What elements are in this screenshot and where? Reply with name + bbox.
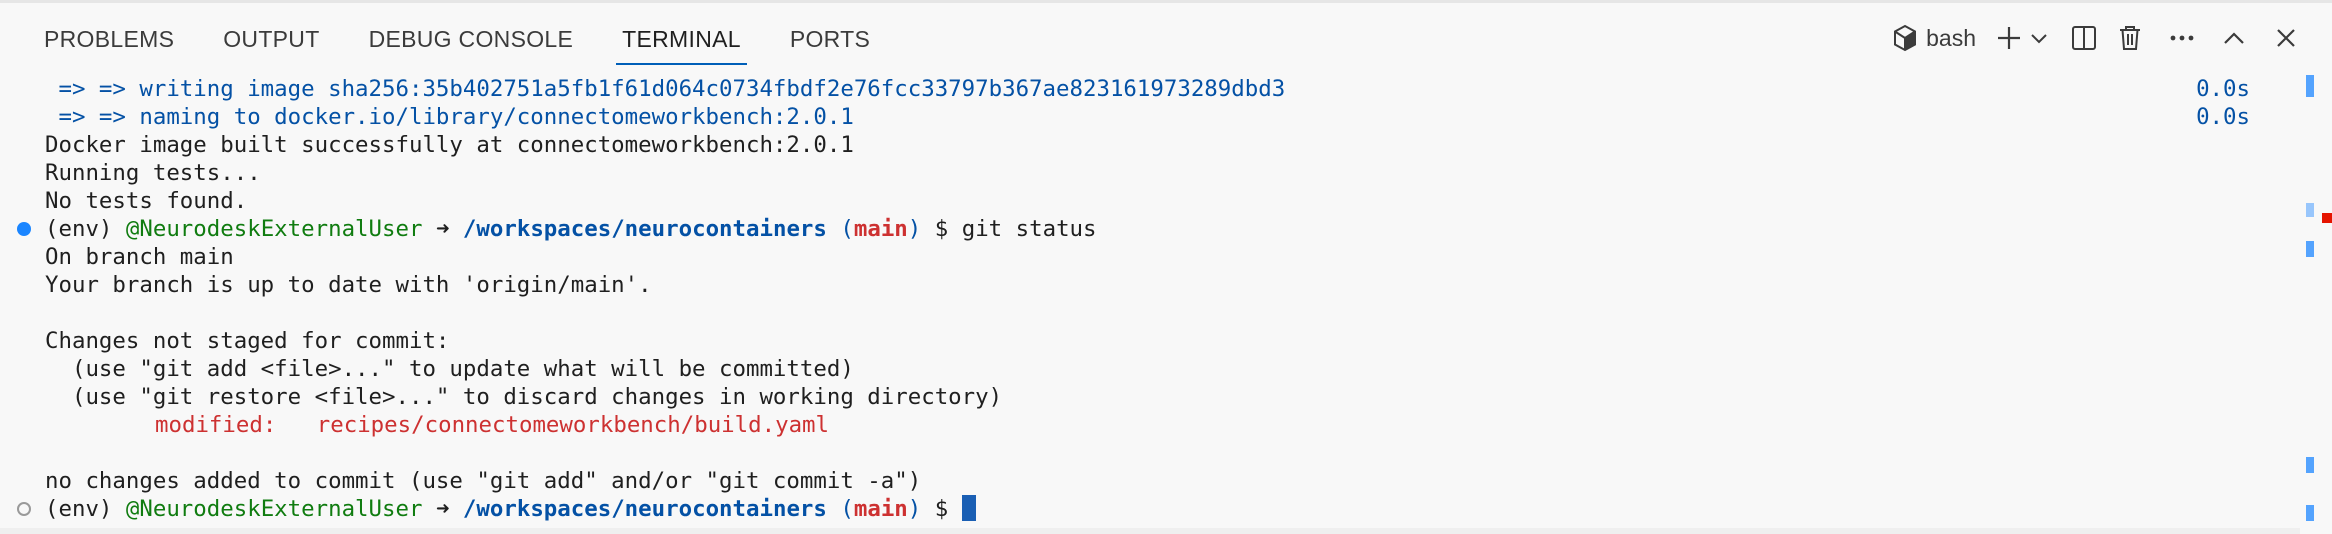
kill-terminal-button[interactable]: [2108, 16, 2152, 60]
prompt-branch-open: (: [840, 216, 854, 242]
prompt-arrow: ➜: [435, 216, 450, 242]
chevron-down-icon: [2030, 32, 2048, 44]
output-line: no changes added to commit (use "git add…: [45, 468, 922, 494]
tab-terminal[interactable]: TERMINAL: [616, 3, 747, 73]
prompt-branch-close: ): [907, 496, 922, 522]
close-icon: [2275, 27, 2297, 49]
prompt-user: @NeurodeskExternalUser: [125, 496, 423, 522]
output-line: (use "git restore <file>..." to discard …: [45, 384, 1003, 410]
terminal-cursor: [961, 495, 976, 521]
output-line: Running tests...: [45, 160, 261, 186]
maximize-panel-button[interactable]: [2212, 16, 2256, 60]
modified-label: modified:: [155, 412, 317, 438]
prompt-branch-close: ): [907, 216, 922, 242]
scrollbar-marker: [2306, 505, 2314, 521]
prompt-dollar: $: [934, 496, 949, 522]
output-line: No tests found.: [45, 188, 248, 214]
modified-file-line: modified: recipes/connectomeworkbench/bu…: [155, 411, 829, 439]
split-terminal-button[interactable]: [2062, 16, 2106, 60]
prompt-path: /workspaces/neurocontainers: [462, 216, 827, 242]
scrollbar-marker: [2306, 203, 2314, 217]
tab-problems[interactable]: PROBLEMS: [44, 26, 175, 52]
output-line: Your branch is up to date with 'origin/m…: [45, 272, 652, 298]
build-step-time: 0.0s: [2196, 104, 2250, 130]
build-step-time: 0.0s: [2196, 76, 2250, 102]
terminal-scrollbar[interactable]: [2300, 73, 2332, 534]
tab-ports[interactable]: PORTS: [789, 26, 871, 52]
command-pending-decoration[interactable]: [17, 502, 31, 516]
terminal-dropdown-button[interactable]: [2026, 16, 2052, 60]
scrollbar-error-marker: [2322, 213, 2332, 223]
panel-bottom-edge: [0, 528, 2300, 534]
chevron-up-icon: [2222, 30, 2246, 46]
split-terminal-icon: [2071, 25, 2097, 51]
command-text: git status: [961, 216, 1097, 242]
output-line: Docker image built successfully at conne…: [45, 132, 854, 158]
new-terminal-button[interactable]: [1992, 16, 2026, 60]
trash-icon: [2118, 24, 2142, 52]
prompt-arrow: ➜: [435, 496, 450, 522]
prompt-branch: main: [853, 216, 908, 242]
terminal-profile-button[interactable]: bash: [1892, 16, 1990, 60]
modified-file-path: recipes/connectomeworkbench/build.yaml: [316, 412, 830, 438]
prompt-dollar: $: [934, 216, 949, 242]
plus-icon: [1996, 25, 2022, 51]
command-success-decoration[interactable]: [17, 222, 31, 236]
panel-top-border: [0, 0, 2332, 3]
prompt-branch-open: (: [840, 496, 854, 522]
output-line: (use "git add <file>..." to update what …: [45, 356, 854, 382]
prompt-env: (env): [45, 216, 113, 242]
ellipsis-icon: [2169, 34, 2195, 42]
scrollbar-marker: [2306, 75, 2314, 97]
prompt-user: @NeurodeskExternalUser: [125, 216, 423, 242]
close-panel-button[interactable]: [2264, 16, 2308, 60]
build-output-line: => => writing image sha256:35b402751a5fb…: [45, 76, 1286, 102]
prompt-env: (env): [45, 496, 113, 522]
tab-debug-console[interactable]: DEBUG CONSOLE: [368, 26, 574, 52]
panel-tabs: PROBLEMS OUTPUT DEBUG CONSOLE TERMINAL P…: [44, 3, 919, 73]
shell-name: bash: [1926, 24, 1976, 51]
output-line: Changes not staged for commit:: [45, 328, 450, 354]
prompt-branch: main: [853, 496, 908, 522]
scrollbar-marker: [2306, 457, 2314, 473]
panel-header: PROBLEMS OUTPUT DEBUG CONSOLE TERMINAL P…: [0, 3, 2332, 73]
prompt-line: (env) @NeurodeskExternalUser ➜ /workspac…: [45, 495, 976, 523]
build-output-line: => => naming to docker.io/library/connec…: [45, 104, 854, 130]
tab-output[interactable]: OUTPUT: [223, 26, 320, 52]
output-line: On branch main: [45, 244, 234, 270]
panel-actions: bash: [1890, 3, 2308, 73]
terminal-output[interactable]: => => writing image sha256:35b402751a5fb…: [0, 73, 2300, 534]
scrollbar-marker: [2306, 241, 2314, 257]
terminal-profile-icon: [1892, 24, 1918, 52]
prompt-line: (env) @NeurodeskExternalUser ➜ /workspac…: [45, 215, 1097, 243]
more-actions-button[interactable]: [2160, 16, 2204, 60]
prompt-path: /workspaces/neurocontainers: [462, 496, 827, 522]
